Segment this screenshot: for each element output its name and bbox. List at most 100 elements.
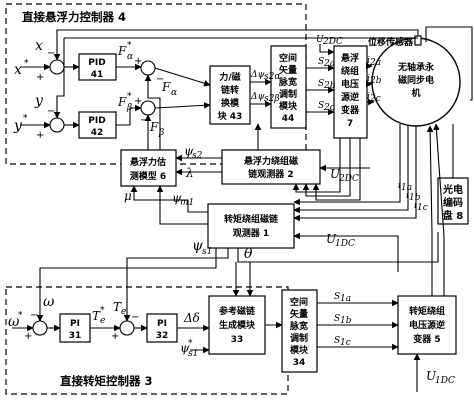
label-s1b-sub: 1b	[340, 316, 352, 326]
wire-i1-to-motor-2	[433, 123, 445, 296]
sign-omega-minus: −	[30, 310, 38, 321]
wire-f-beta-err	[154, 102, 211, 109]
torque-controller-title: 直接转矩控制器 3	[60, 374, 153, 388]
label-i1b: i	[406, 191, 409, 201]
encoder-label-3: 盘 8	[443, 209, 463, 222]
label-f-beta-sub: β	[158, 128, 164, 138]
svpwm-34-label-3: 脉宽	[289, 320, 308, 332]
ref-flux-label-2: 生成模块	[219, 319, 256, 331]
label-u2dc-bottom-sub: 2DC	[338, 174, 359, 184]
label-dpsi-a-sub: s2α	[264, 72, 280, 82]
force-flux-label-1: 力/磁	[219, 71, 240, 83]
susp-observer-label-2: 链观测器 2	[248, 168, 293, 180]
label-te-ref-star: *	[100, 306, 105, 316]
wire-f-alpha-err	[154, 67, 211, 87]
displacement-sensor	[414, 35, 422, 46]
label-psi-m1: ψ	[172, 191, 182, 205]
label-u1dc-inverter: U	[426, 369, 437, 383]
label-s2a-sub: 2a	[323, 59, 335, 69]
label-psi-m1-sub: m1	[180, 198, 194, 208]
susp-observer-label-1: 悬浮力绕组磁	[243, 155, 298, 167]
label-omega-ref: ω	[8, 314, 20, 330]
ref-flux-label-3: 33	[231, 335, 244, 345]
label-lambda: λ	[185, 166, 194, 180]
label-f-alpha-sub: α	[171, 88, 177, 98]
susp-inverter-label-5: 变器	[341, 104, 360, 116]
wire-u1dc-observer	[293, 232, 399, 272]
wire-f-alpha-feedback	[144, 74, 161, 150]
label-u1dc-observer-sub: 1DC	[335, 239, 355, 249]
sign-y-plus: +	[36, 130, 44, 141]
label-s1b: S	[334, 314, 340, 324]
pid-42-number: 42	[91, 128, 104, 138]
wire-i1b	[293, 126, 409, 214]
wire-torque-feedback	[123, 248, 229, 322]
ref-flux-label-1: 参考磁链	[219, 305, 256, 317]
svpwm-44-label-1: 空间	[279, 52, 297, 64]
wire-i1-to-motor	[426, 125, 434, 296]
label-dpsi-b-sub: s2β	[264, 94, 280, 104]
sum-junction-y	[49, 117, 65, 133]
label-mu: μ	[124, 189, 132, 203]
sum-junction-torque	[119, 320, 135, 336]
label-x-ref-star: *	[24, 59, 29, 69]
svpwm-34-label-6: 34	[293, 358, 306, 368]
wire-theta-to-ref	[238, 261, 254, 297]
pi-31-label: PI	[70, 319, 80, 329]
label-f-beta-ref-sub: β	[126, 103, 132, 113]
label-psi-s2: ψ	[184, 144, 194, 158]
label-omega: ω	[43, 294, 55, 310]
label-s1c-sub: 1c	[340, 338, 351, 348]
force-flux-label-4: 块 43	[218, 110, 243, 122]
torque-inverter-block	[397, 295, 457, 355]
label-x-ref: x	[14, 62, 22, 78]
sum-junction-f-beta	[140, 100, 156, 116]
label-i2b: i	[367, 74, 370, 84]
motor-label-1: 无轴承永	[397, 61, 435, 73]
label-f-alpha: F	[161, 80, 171, 94]
label-i2c-sub: 2c	[369, 94, 381, 104]
reference-flux-generator-block	[208, 295, 266, 355]
sign-x-minus: −	[47, 48, 55, 59]
wire-pid42-out	[116, 104, 142, 126]
svpwm-44-label-2: 矢量	[279, 64, 297, 76]
label-psi-s1-ref-star: *	[188, 339, 193, 349]
suspension-force-estimator-block	[120, 149, 177, 187]
sign-x-plus: +	[36, 72, 44, 83]
susp-inverter-label-1: 悬浮	[340, 52, 359, 64]
label-delta-delta: Δδ	[183, 311, 200, 325]
wire-i2-to-observer-1	[292, 138, 341, 193]
torque-flux-observer-block	[207, 203, 295, 249]
wire-sensor-to-right	[425, 26, 473, 101]
label-f-alpha-ref-sub: α	[127, 52, 133, 62]
label-psi-s2-sub: s2	[192, 151, 203, 161]
label-psi-s1-ref: ψ	[180, 341, 190, 355]
wire-i1a	[293, 124, 401, 206]
label-y-ref-star: *	[23, 114, 28, 124]
label-f-alpha-ref-star: *	[127, 41, 132, 51]
wire-psi-m1	[156, 185, 208, 225]
label-u2dc-top: U	[316, 35, 324, 45]
torque-inverter-label-1: 转矩绕组	[409, 305, 445, 317]
label-s2b: S	[318, 79, 324, 89]
estimator-label-2: 测模型 6	[130, 170, 166, 182]
svpwm-44-label-6: 44	[282, 114, 295, 124]
label-theta: θ	[244, 246, 253, 262]
suspension-flux-observer-block	[221, 149, 321, 185]
wire-i2-to-observer-3	[312, 138, 361, 201]
label-s2a: S	[318, 57, 324, 67]
susp-inverter-label-2: 绕组	[341, 65, 359, 77]
pi-31-number: 31	[69, 331, 82, 341]
label-i1b-sub: 1b	[409, 193, 421, 203]
motor-label-2: 磁同步电	[398, 74, 434, 86]
sign-fa-minus: −	[156, 74, 164, 85]
sum-junction-x	[49, 59, 65, 75]
estimator-label-1: 悬浮力估	[129, 156, 166, 168]
sum-junction-omega	[32, 320, 48, 336]
label-s1c: S	[334, 336, 340, 346]
label-s1a-sub: 1a	[340, 294, 351, 304]
label-i1c: i	[414, 201, 417, 211]
torque-inverter-label-3: 变器 5	[413, 333, 440, 345]
label-s2c-sub: 2c	[323, 103, 335, 113]
